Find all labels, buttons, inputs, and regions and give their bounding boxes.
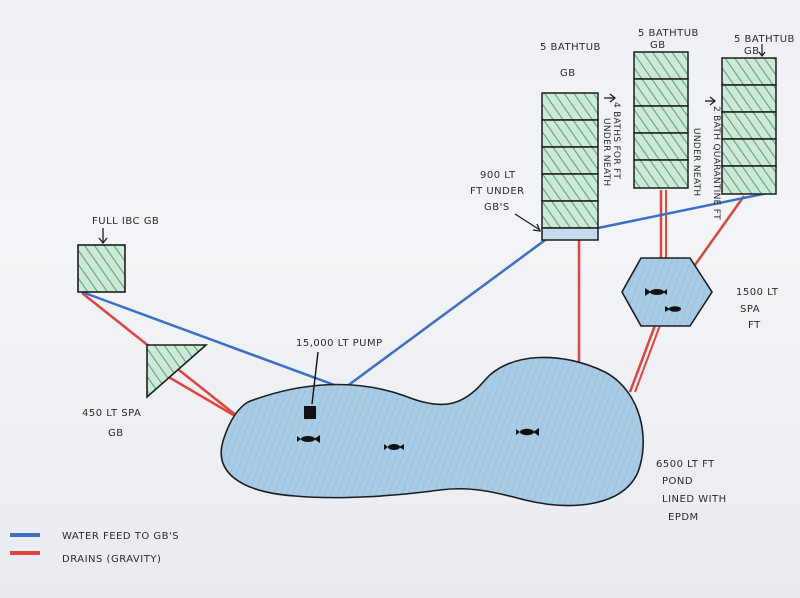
ft900-arrow xyxy=(514,213,541,231)
label-ft900-2: FT UNDER xyxy=(470,186,525,197)
ft-tank-900 xyxy=(541,227,599,241)
label-bath3-sub: GB xyxy=(744,46,760,57)
label-full-ibc: FULL IBC GB xyxy=(92,216,159,227)
legend-drain-label: DRAINS (GRAVITY) xyxy=(62,554,161,565)
label-spa1500-3: FT xyxy=(748,320,761,331)
pond-fish xyxy=(297,428,539,450)
feed-pump-to-ibc xyxy=(81,290,349,392)
fish-icon xyxy=(384,444,404,450)
label-pump: 15,000 LT PUMP xyxy=(296,338,383,349)
bathtub xyxy=(721,84,777,113)
bathtub xyxy=(633,51,689,80)
label-pond-1: 6500 LT FT xyxy=(656,459,715,470)
bathtub xyxy=(541,92,599,121)
ibc-arrowhead xyxy=(98,237,108,245)
fish-icon xyxy=(297,435,320,443)
legend-feed-label: WATER FEED TO GB'S xyxy=(62,531,179,542)
fish-icon xyxy=(516,428,539,436)
label-pond-4: EPDM xyxy=(668,512,699,523)
diagram-labels: FULL IBC GB 5 BATHTUB GB 5 BATHTUB GB 5 … xyxy=(82,28,795,523)
label-bath1-sub: GB xyxy=(560,68,576,79)
bathtub xyxy=(633,132,689,161)
feed-pipes xyxy=(81,191,769,414)
fish-icon xyxy=(645,288,667,296)
ft900-arrowhead xyxy=(532,223,542,232)
bathtub-stack-3 xyxy=(721,57,777,195)
pump-arrow xyxy=(311,351,319,405)
pond xyxy=(220,356,644,507)
feed-bath1-to-bath3 xyxy=(597,191,769,230)
label-pond-3: LINED WITH xyxy=(662,494,727,505)
full-ibc-gravel-bed xyxy=(77,244,126,293)
spa-fish xyxy=(645,288,681,312)
label-spa450-1: 450 LT SPA xyxy=(82,408,141,419)
label-baths-q-under: UNDER NEATH xyxy=(691,128,701,197)
bath3-arrowhead xyxy=(758,51,766,57)
label-bath3-title: 5 BATHTUB xyxy=(734,34,795,45)
bathtub xyxy=(541,200,599,229)
bathtub xyxy=(633,105,689,134)
feed-pump-to-bath1 xyxy=(311,230,557,414)
label-spa1500-2: SPA xyxy=(740,304,760,315)
legend: WATER FEED TO GB'S DRAINS (GRAVITY) xyxy=(10,531,179,565)
fish-icon xyxy=(665,306,681,312)
label-bath2-sub: GB xyxy=(650,40,666,51)
label-ft900-1: 900 LT xyxy=(480,170,516,181)
label-spa1500-1: 1500 LT xyxy=(736,287,779,298)
baths-ft-arrowhead xyxy=(609,93,617,103)
spa450-gravel-bed xyxy=(146,344,209,399)
bathtub xyxy=(721,138,777,167)
label-bath1-title: 5 BATHTUB xyxy=(540,42,601,53)
baths-q-arrowhead xyxy=(709,96,717,106)
bathtub xyxy=(633,78,689,107)
bathtub xyxy=(721,57,777,86)
drain-spa450-to-pond xyxy=(159,370,243,422)
bathtub xyxy=(541,119,599,148)
label-ft900-3: GB'S xyxy=(484,202,510,213)
bathtub xyxy=(721,165,777,195)
bathtub xyxy=(721,111,777,140)
drain-spa1500-to-pond xyxy=(628,319,659,393)
label-baths-ft-under: UNDER NEATH xyxy=(601,118,611,187)
drain-pipes xyxy=(81,190,746,422)
drain-spa1500-to-pond-b xyxy=(634,319,663,393)
pump xyxy=(304,406,316,419)
drain-bath3-to-spa1500 xyxy=(688,195,746,273)
label-pond-2: POND xyxy=(662,476,693,487)
bathtub xyxy=(541,146,599,175)
label-baths-quarantine: 2 BATH QUARANTINE FT xyxy=(711,106,721,220)
bathtub-stack-1 xyxy=(541,92,599,241)
bathtub-stack-2 xyxy=(633,51,689,189)
label-bath2-title: 5 BATHTUB xyxy=(638,28,699,39)
label-baths-ft: 4 BATHS FOR FT xyxy=(611,102,621,179)
bathtub xyxy=(541,173,599,202)
bathtub xyxy=(633,159,689,189)
label-spa450-2: GB xyxy=(108,428,124,439)
